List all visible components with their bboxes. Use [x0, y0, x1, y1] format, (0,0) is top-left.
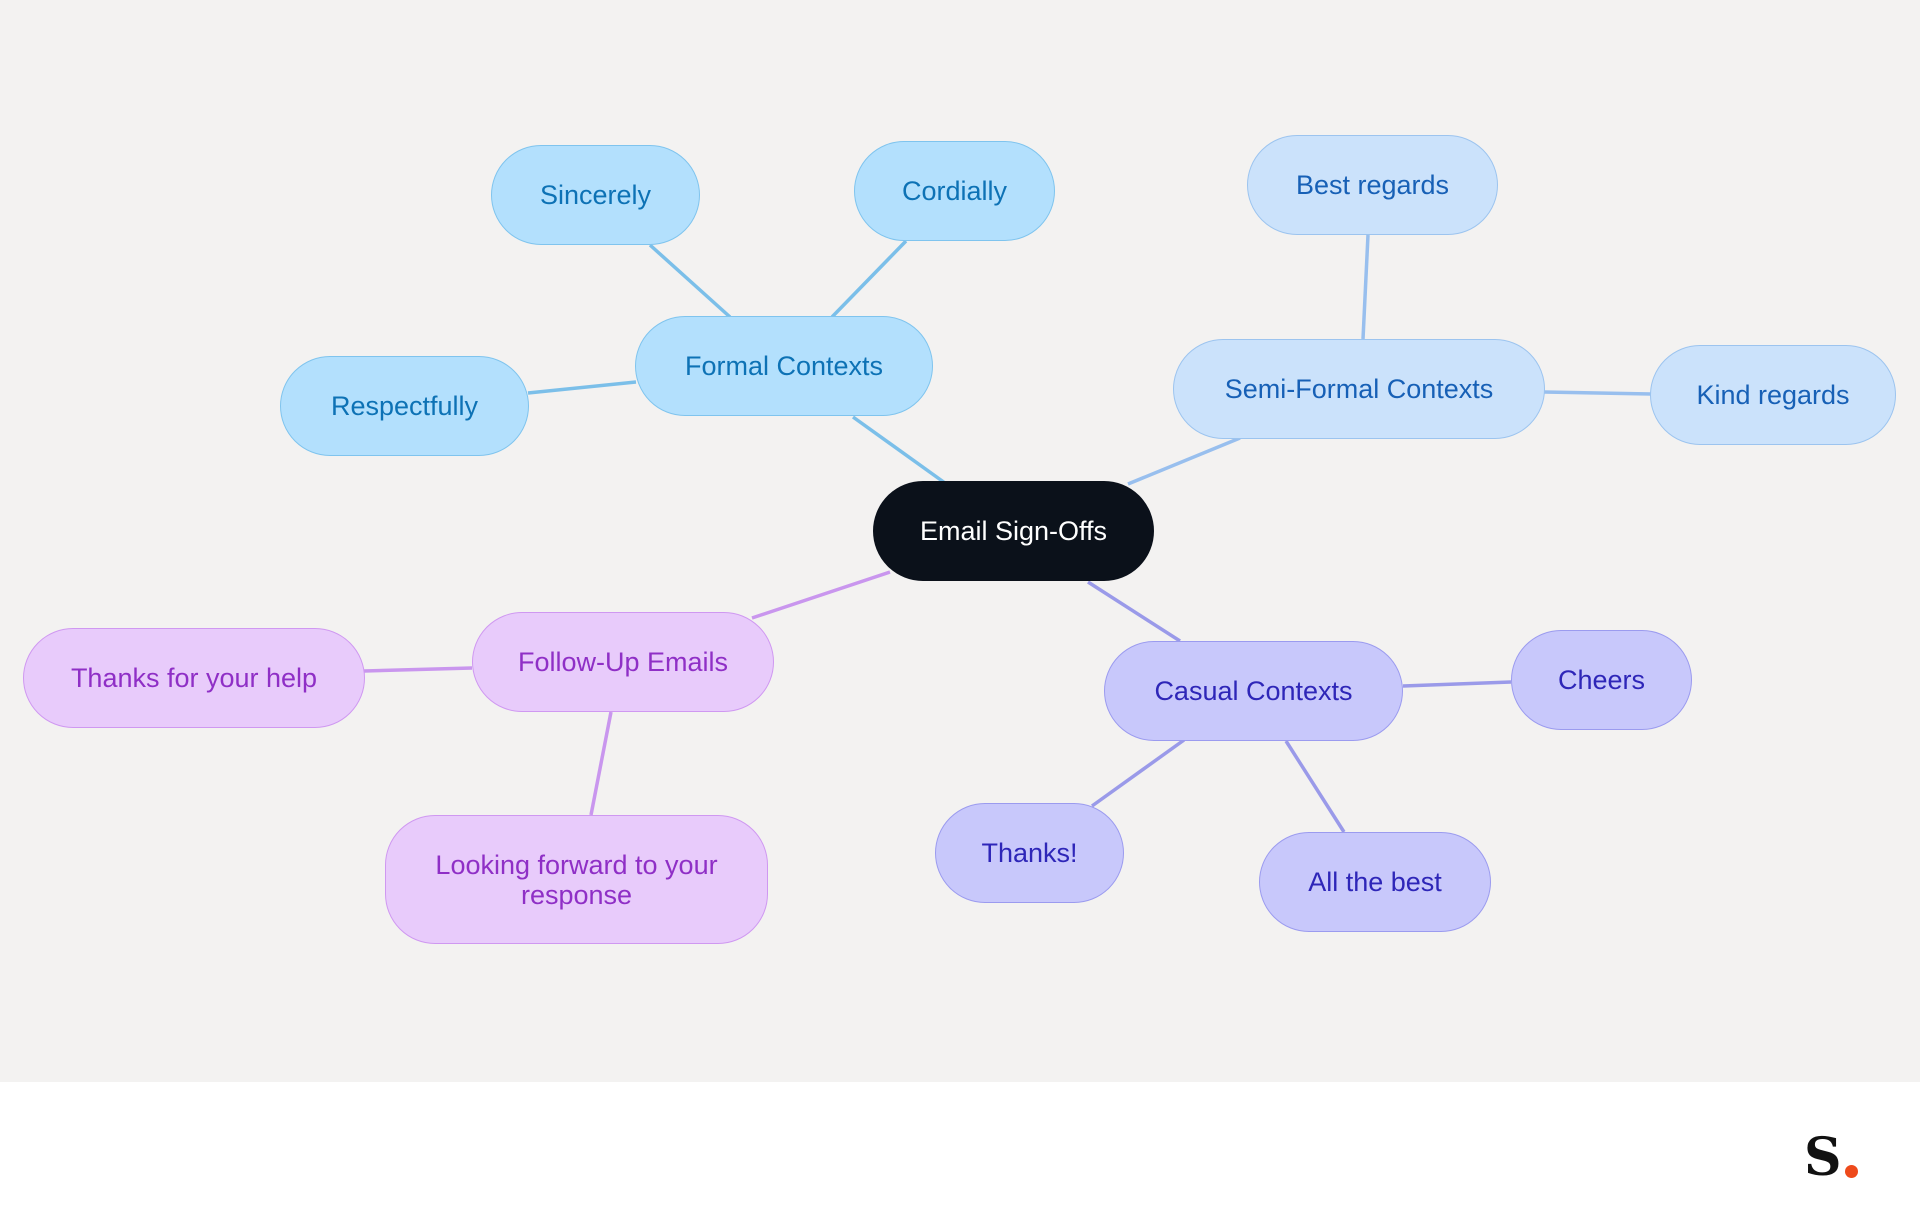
branch-node-casual-contexts[interactable]: Casual Contexts: [1104, 641, 1403, 741]
logo-letter: S: [1804, 1127, 1842, 1188]
link-formal-sincerely: [648, 243, 732, 319]
branch-node-semi-formal-contexts[interactable]: Semi-Formal Contexts: [1173, 339, 1545, 439]
leaf-node-sincerely[interactable]: Sincerely: [491, 145, 700, 245]
link-casual-all-the-best: [1284, 740, 1346, 833]
link-casual-thanks: [1090, 738, 1186, 808]
link-root-semi: [1127, 436, 1241, 486]
leaf-node-looking-forward[interactable]: Looking forward to your response: [385, 815, 768, 944]
leaf-node-respectfully[interactable]: Respectfully: [280, 356, 529, 456]
link-root-casual: [1087, 580, 1181, 643]
link-follow-looking-forward: [589, 711, 613, 816]
link-formal-respectfully: [527, 380, 637, 395]
logo-dot-icon: [1844, 1165, 1858, 1178]
branch-node-follow-up-emails[interactable]: Follow-Up Emails: [472, 612, 774, 712]
leaf-node-kind-regards[interactable]: Kind regards: [1650, 345, 1896, 445]
root-node[interactable]: Email Sign-Offs: [873, 481, 1154, 581]
link-semi-kind-regards: [1543, 390, 1652, 396]
leaf-node-thanks[interactable]: Thanks!: [935, 803, 1124, 903]
branch-node-formal-contexts[interactable]: Formal Contexts: [635, 316, 933, 416]
leaf-node-all-the-best[interactable]: All the best: [1259, 832, 1491, 932]
mindmap-canvas: Email Sign-Offs Formal Contexts Sincerel…: [0, 0, 1920, 1082]
brand-logo: S: [1804, 1128, 1858, 1184]
link-casual-cheers: [1402, 680, 1512, 688]
leaf-node-best-regards[interactable]: Best regards: [1247, 135, 1498, 235]
link-root-formal: [851, 415, 947, 485]
mindmap-links: [363, 234, 1652, 833]
link-formal-cordially: [830, 239, 908, 319]
leaf-node-cheers[interactable]: Cheers: [1511, 630, 1692, 730]
link-semi-best-regards: [1361, 234, 1370, 340]
leaf-node-thanks-for-your-help[interactable]: Thanks for your help: [23, 628, 365, 728]
leaf-node-cordially[interactable]: Cordially: [854, 141, 1055, 241]
link-follow-thanks-help: [363, 666, 473, 673]
link-root-follow: [751, 570, 891, 620]
